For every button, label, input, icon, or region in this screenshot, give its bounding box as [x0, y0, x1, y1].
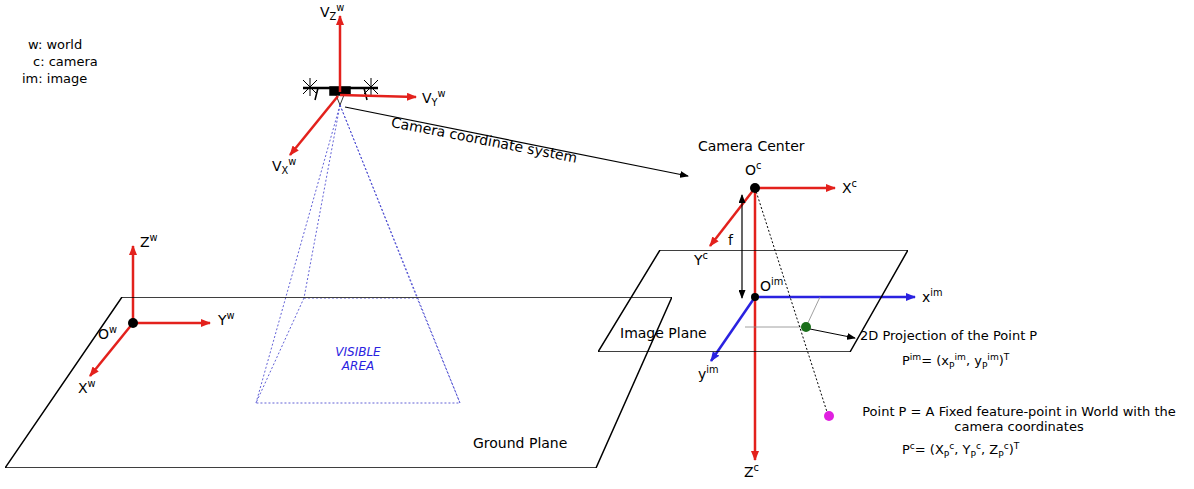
axis-label: VXw: [272, 156, 296, 177]
view-frustum: [256, 105, 460, 403]
callout-arrow: [345, 107, 688, 176]
legend-note: c: camera: [33, 55, 98, 70]
projection-point: [801, 322, 811, 332]
axis-label: xim: [922, 287, 943, 305]
callout-label: Camera Center: [698, 138, 805, 154]
ground-plane-outline: [5, 297, 672, 468]
node-label: Image Plane: [620, 325, 707, 341]
ground-plane: Ground Plane VISIBLE AREA: [5, 297, 672, 468]
origin-label: Ow: [98, 324, 117, 342]
legend-note: im: image: [22, 72, 87, 87]
axis-label: VYw: [422, 88, 446, 109]
leader-line: [810, 329, 855, 338]
callout-label: Camera coordinate system: [390, 114, 579, 166]
world-point: [824, 411, 834, 421]
axis-label: Yc: [694, 250, 708, 268]
axis-label: yim: [698, 364, 719, 382]
origin-label: Oc: [745, 160, 761, 178]
axis-label: VZw: [320, 2, 344, 23]
axis-label: Xw: [78, 378, 96, 396]
camera-center: [750, 183, 760, 193]
callout-label: 2D Projection of the Point P: [860, 329, 1037, 344]
formula: Pim= (xPim, yPim)T: [902, 352, 1009, 371]
visible-area: VISIBLE AREA: [256, 298, 460, 404]
node-label: VISIBLE AREA: [318, 346, 398, 374]
legend-note: w: world: [28, 38, 82, 53]
axis-label: Yw: [218, 310, 235, 328]
callout-label: Point P = A Fixed feature-point in World…: [850, 405, 1188, 435]
image-origin: [751, 293, 759, 301]
projection-ray: [755, 188, 828, 415]
node-label: Ground Plane: [473, 435, 567, 451]
projection-guides: [745, 297, 820, 327]
world-origin: [128, 318, 138, 328]
formula: Pc= (XPc, YPc, ZPc)T: [902, 441, 1019, 460]
camera-axes: [710, 188, 835, 460]
axis-label: Zc: [744, 462, 759, 480]
axis-label: Zw: [140, 232, 158, 250]
axis-label: Xc: [842, 178, 857, 196]
origin-label: Oim: [760, 276, 783, 294]
focal-length-arrow: [741, 195, 742, 298]
drone-axes: [290, 16, 416, 155]
world-axes: [90, 246, 210, 376]
focal-length-label: f: [728, 232, 733, 248]
